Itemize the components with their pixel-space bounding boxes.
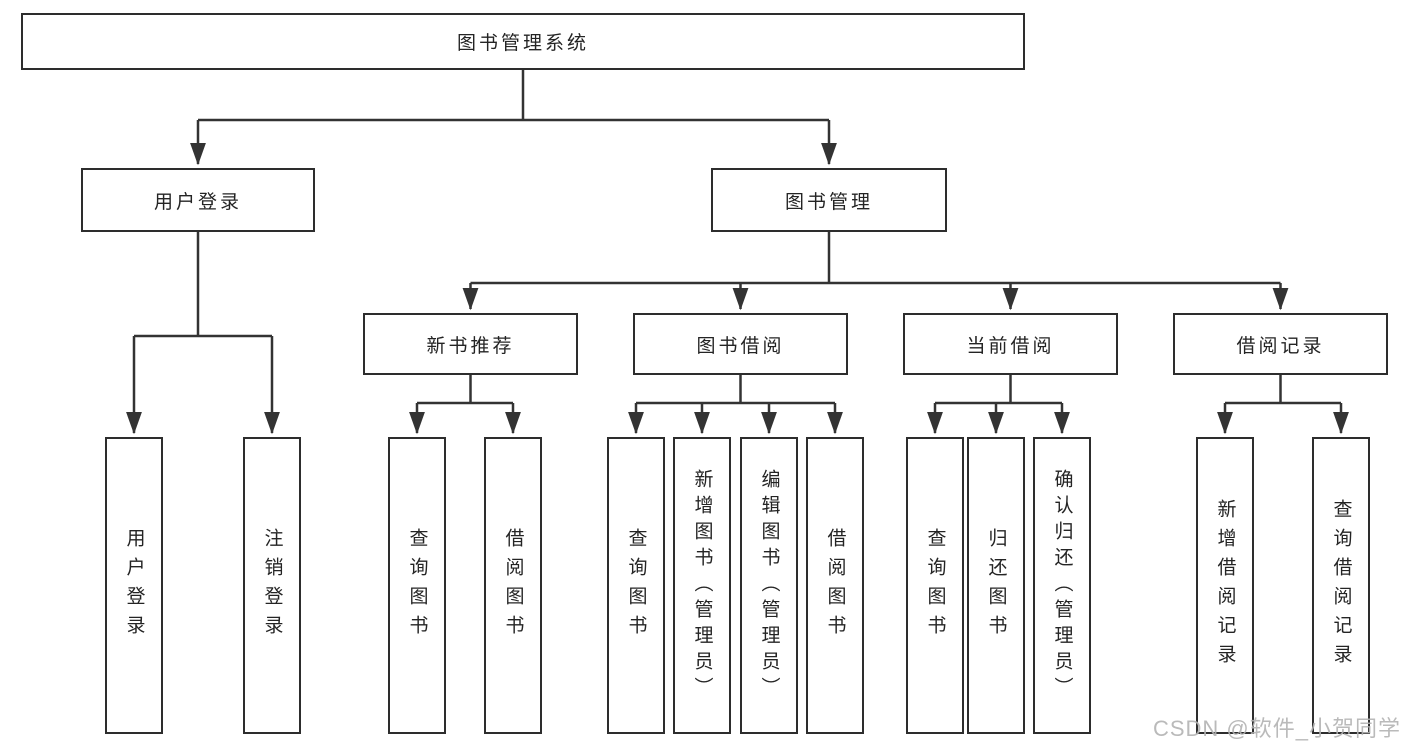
leaf-newbooks-borrow: 借阅图书 xyxy=(484,437,542,734)
node-new-book-recommend-label: 新书推荐 xyxy=(426,335,515,357)
node-borrowing-records: 借阅记录 xyxy=(1173,313,1388,375)
node-current-borrowing-label: 当前借阅 xyxy=(966,335,1055,357)
node-user-login-label: 用户登录 xyxy=(153,191,242,213)
node-current-borrowing: 当前借阅 xyxy=(903,313,1118,375)
leaf-current-return: 归还图书 xyxy=(967,437,1025,734)
node-root: 图书管理系统 xyxy=(21,13,1025,70)
csdn-watermark: CSDN @软件_小贺同学 xyxy=(1152,716,1401,741)
node-user-login: 用户登录 xyxy=(81,168,315,232)
node-borrowing-records-label: 借阅记录 xyxy=(1236,335,1325,357)
leaf-borrowing-add-admin: 新增图书（管理员） xyxy=(673,437,731,734)
leaf-current-query: 查询图书 xyxy=(906,437,964,734)
node-root-label: 图书管理系统 xyxy=(456,33,589,54)
leaf-borrowing-query: 查询图书 xyxy=(607,437,665,734)
node-book-management-label: 图书管理 xyxy=(784,191,873,213)
node-book-borrowing: 图书借阅 xyxy=(633,313,848,375)
leaf-user-login-label: 用户登录 xyxy=(123,527,145,644)
leaf-logout-label: 注销登录 xyxy=(261,527,283,644)
leaf-current-return-label: 归还图书 xyxy=(985,527,1007,644)
node-book-management: 图书管理 xyxy=(711,168,947,232)
leaf-current-query-label: 查询图书 xyxy=(924,527,946,644)
leaf-records-add-label: 新增借阅记录 xyxy=(1214,498,1236,673)
leaf-borrowing-query-label: 查询图书 xyxy=(625,527,647,644)
node-new-book-recommend: 新书推荐 xyxy=(363,313,578,375)
leaf-borrowing-borrow-label: 借阅图书 xyxy=(824,527,846,644)
leaf-borrowing-edit-admin-label: 编辑图书（管理员） xyxy=(758,468,780,703)
leaf-user-login: 用户登录 xyxy=(105,437,163,734)
leaf-current-confirm-admin: 确认归还（管理员） xyxy=(1033,437,1091,734)
leaf-borrowing-edit-admin: 编辑图书（管理员） xyxy=(740,437,798,734)
leaf-newbooks-query: 查询图书 xyxy=(388,437,446,734)
leaf-newbooks-borrow-label: 借阅图书 xyxy=(502,527,524,644)
leaf-borrowing-borrow: 借阅图书 xyxy=(806,437,864,734)
leaf-records-query: 查询借阅记录 xyxy=(1312,437,1370,734)
leaf-newbooks-query-label: 查询图书 xyxy=(406,527,428,644)
leaf-current-confirm-admin-label: 确认归还（管理员） xyxy=(1051,468,1073,703)
leaf-borrowing-add-admin-label: 新增图书（管理员） xyxy=(691,468,713,703)
leaf-records-add: 新增借阅记录 xyxy=(1196,437,1254,734)
node-book-borrowing-label: 图书借阅 xyxy=(696,335,785,357)
leaf-records-query-label: 查询借阅记录 xyxy=(1330,498,1352,673)
leaf-logout: 注销登录 xyxy=(243,437,301,734)
